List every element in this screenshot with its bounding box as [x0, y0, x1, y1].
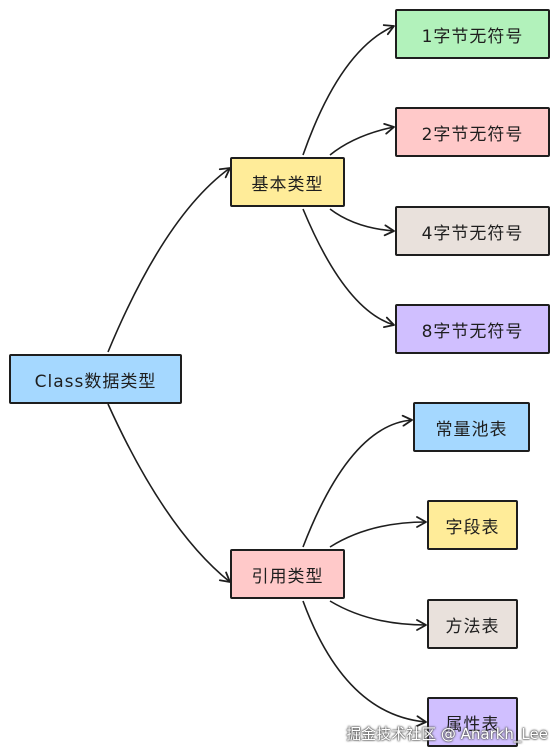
node-class-data-type: Class数据类型 [9, 354, 182, 404]
watermark: 掘金技术社区 @ Anarkh_Lee [346, 725, 548, 743]
edge-basic-b4 [329, 208, 395, 237]
node-basic-type: 基本类型 [230, 157, 345, 207]
node-u2: 2字节无符号 [395, 107, 550, 157]
node-field-table: 字段表 [427, 500, 518, 550]
node-method-table: 方法表 [427, 599, 518, 649]
edge-ref-r1 [302, 414, 413, 548]
edge-root-ref [107, 403, 231, 583]
node-u4: 4字节无符号 [395, 206, 550, 256]
edge-basic-b8 [302, 208, 395, 329]
node-u1: 1字节无符号 [395, 9, 550, 59]
node-attribute-table: 属性表 [427, 697, 518, 747]
edge-basic-b2 [329, 123, 395, 156]
node-u8: 8字节无符号 [395, 304, 550, 354]
edge-ref-r3 [329, 600, 427, 631]
node-reference-type: 引用类型 [230, 549, 345, 599]
node-constant-pool: 常量池表 [413, 402, 530, 452]
edge-ref-r2 [329, 516, 427, 548]
edge-ref-r4 [302, 600, 427, 728]
edge-basic-b1 [302, 24, 395, 156]
edge-root-basic [107, 167, 231, 353]
